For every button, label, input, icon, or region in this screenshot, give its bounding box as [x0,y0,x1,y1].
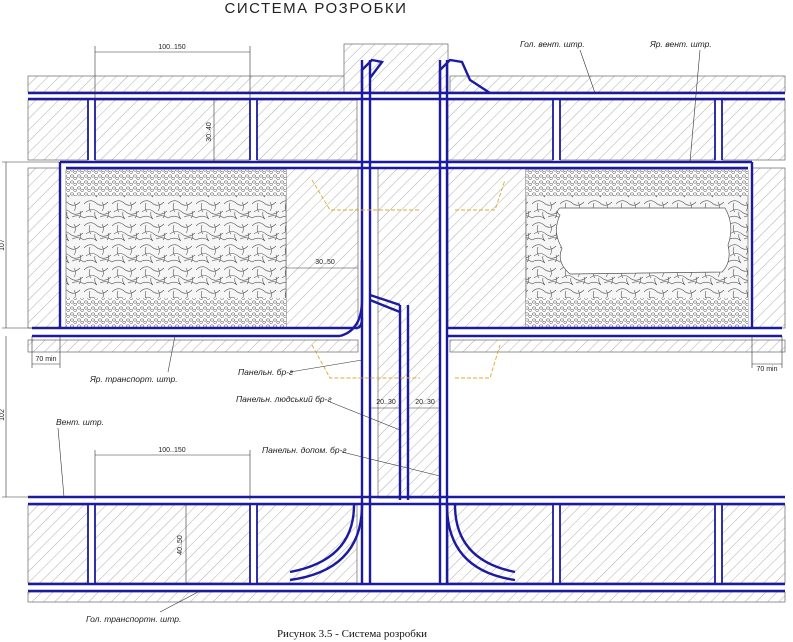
dim-top-height: 30..40 [206,122,213,142]
curve-bottom-right [445,504,516,582]
goaf-right-bottom-band [526,298,748,328]
drift-stubs [87,99,723,584]
dim-pillar: 30..50 [315,259,335,266]
ventilation-path-top [311,179,506,211]
pillar-upper-2 [94,99,251,161]
dim-bottom-width: 100..150 [158,447,185,454]
label-panel-aux-incline: Панельн. допом. бр-г [262,445,347,455]
curve-bottom-left [289,504,364,582]
rock-top-right [449,75,786,93]
dimension-lines [2,46,783,584]
dim-shaft-1: 20..30 [376,399,396,406]
pillar-upper-3 [256,99,358,161]
dim-left-span2: 102 [0,409,6,421]
pillar-upper-1 [27,99,89,161]
dim-right-min: 70 min [756,366,777,373]
shaft-top-chute-left [360,58,385,93]
dim-left-min: 70 min [35,356,56,363]
curve-transport-left-inner [357,317,364,330]
pillar-upper-4 [447,99,554,161]
goaf-right-void [556,207,732,275]
label-tier-vent-drift: Яр. вент. штр. [649,39,712,49]
pillar-lower-1 [27,504,89,584]
goaf-left-top-band [66,170,286,196]
label-main-transport-drift: Гол. транспортн. штр. [86,614,181,624]
pillar-lower-5 [559,504,716,584]
label-main-vent-drift: Гол. вент. штр. [520,39,585,49]
pillar-lower-2 [94,504,251,584]
dim-left-span: 107 [0,239,6,251]
rock-top-center [343,43,449,93]
pillar-upper-5 [559,99,716,161]
pillar-lower-4 [447,504,554,584]
label-panel-incline: Панельн. бр-г [238,367,293,377]
rock-mid-right [449,339,786,353]
drawing-title: СИСТЕМА РОЗРОБКИ [225,0,408,17]
curve-bottom-right-inner [453,504,516,574]
rock-bottom [27,591,786,603]
label-tier-transport-drift: Яр. транспорт. штр. [89,374,178,384]
shaft-top-chute-right [438,58,491,95]
pillar-upper-6 [721,99,786,161]
ventilation-path-bottom [311,344,501,379]
pillar-lower-3 [256,504,358,584]
label-panel-people-incline: Панельн. людський бр-г [236,394,332,404]
curve-transport-left [339,260,364,338]
leader-lines [57,49,701,613]
figure-caption: Рисунок 3.5 - Система розробки [277,628,427,640]
goaf-left-bottom-band [66,298,286,328]
rock-top-left [27,75,359,93]
goaf-areas [65,169,749,329]
pillar-lower-6 [721,504,786,584]
panel-right-band [751,167,786,329]
goaf-right-top-band [526,170,748,196]
shaft-people-join [369,293,401,314]
dim-bottom-height: 40..50 [177,535,184,555]
panel-left-band [27,167,61,329]
panel-right-pillar [447,167,527,329]
rock-mid-left [27,339,359,353]
label-vent-drift: Вент. штр. [56,417,104,427]
panel-left-pillar [285,167,359,329]
dim-top-width: 100..150 [158,44,185,51]
dim-shaft-2: 20..30 [415,399,435,406]
curve-bottom-left-inner [289,504,356,574]
roadways [28,58,785,593]
